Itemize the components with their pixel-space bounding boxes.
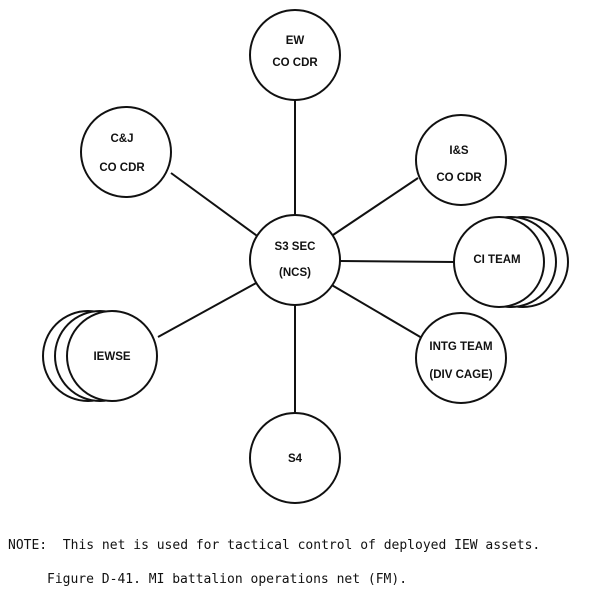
node-is-line1: I&S xyxy=(449,145,469,157)
node-intg-line1: INTG TEAM xyxy=(429,341,492,353)
edge-hub-iewse xyxy=(157,281,259,338)
node-ci-circle xyxy=(453,216,545,308)
node-is: I&S CO CDR xyxy=(415,114,507,206)
node-is-circle xyxy=(415,114,507,206)
node-cj: C&J CO CDR xyxy=(80,106,172,198)
node-iewse: IEWSE xyxy=(42,310,158,402)
node-hub-line2: (NCS) xyxy=(279,267,311,279)
edge-hub-is xyxy=(329,177,419,238)
node-cj-line2: CO CDR xyxy=(99,162,145,174)
node-hub-line1: S3 SEC xyxy=(275,241,316,253)
node-s4-line1: S4 xyxy=(288,453,303,465)
node-ew-circle xyxy=(249,9,341,101)
node-hub-circle xyxy=(249,214,341,306)
edge-hub-cj xyxy=(170,172,261,239)
node-ci: CI TEAM xyxy=(453,216,569,308)
edges xyxy=(157,100,456,418)
node-ci-line1: CI TEAM xyxy=(473,254,520,266)
note-label: NOTE: xyxy=(8,538,48,553)
node-is-line2: CO CDR xyxy=(436,172,482,184)
figure-caption: Figure D-41. MI battalion operations net… xyxy=(47,572,408,587)
edge-hub-ci xyxy=(339,260,456,263)
edge-hub-intg xyxy=(329,283,423,339)
network-diagram: EW CO CDR C&J CO CDR I&S CO CDR CI TEAM … xyxy=(42,9,569,504)
node-intg-line2: (DIV CAGE) xyxy=(429,369,492,381)
node-iewse-circle xyxy=(66,310,158,402)
note: NOTE: This net is used for tactical cont… xyxy=(8,538,540,553)
node-intg: INTG TEAM (DIV CAGE) xyxy=(415,312,507,404)
node-hub: S3 SEC (NCS) xyxy=(249,214,341,306)
node-s4-circle xyxy=(249,412,341,504)
note-text: This net is used for tactical control of… xyxy=(62,538,541,553)
node-ew-line1: EW xyxy=(286,35,305,47)
node-ew-line2: CO CDR xyxy=(272,57,318,69)
node-iewse-line1: IEWSE xyxy=(93,351,130,363)
node-intg-circle xyxy=(415,312,507,404)
node-ew: EW CO CDR xyxy=(249,9,341,101)
node-cj-line1: C&J xyxy=(110,133,133,145)
node-s4: S4 xyxy=(249,412,341,504)
node-cj-circle xyxy=(80,106,172,198)
